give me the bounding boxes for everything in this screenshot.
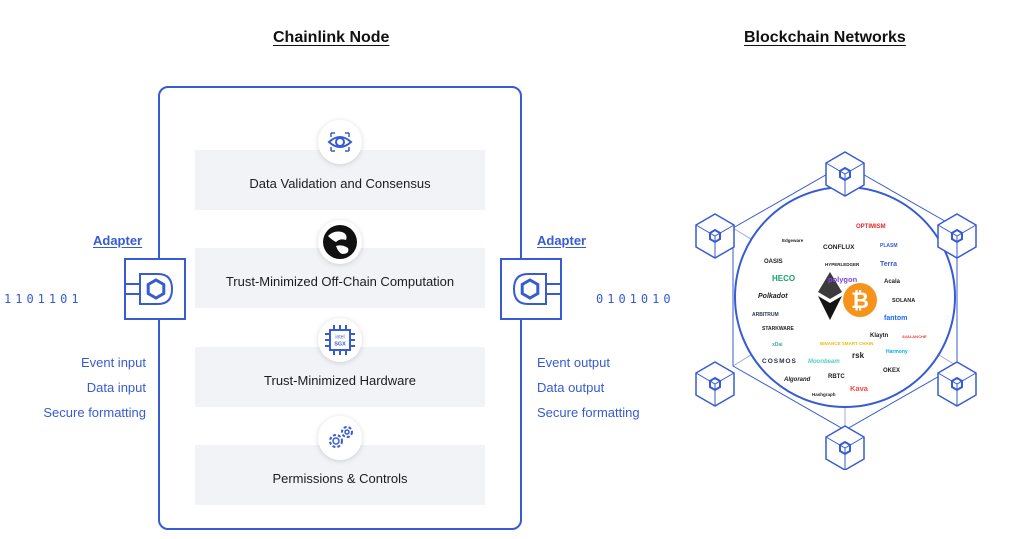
network-rsk: rsk xyxy=(852,351,865,360)
chip-brand-text: intel xyxy=(335,335,344,341)
network-hashgraph: Hashgraph xyxy=(812,392,836,397)
network-acala: Acala xyxy=(884,279,901,285)
network-edgeware: Edgeware xyxy=(782,238,804,243)
network-conflux: CONFLUX xyxy=(823,244,855,251)
layer-label: Permissions & Controls xyxy=(272,470,408,486)
network-arbitrum: ARBITRUM xyxy=(752,312,779,318)
layer-label: Data Validation and Consensus xyxy=(249,175,431,191)
adapter-plug-icon xyxy=(512,273,560,305)
svg-text:₿: ₿ xyxy=(851,288,869,313)
network-okex: OKEX xyxy=(883,368,900,374)
network-fantom: fantom xyxy=(884,315,907,322)
event-input-label: Event input xyxy=(80,355,146,370)
network-binance: BINANCE SMART CHAIN xyxy=(820,341,873,346)
network-terra: Terra xyxy=(880,261,897,268)
chip-icon: intel SGX xyxy=(318,318,362,362)
data-input-label: Data input xyxy=(86,380,146,395)
eye-icon xyxy=(318,120,362,164)
network-oasis: OASIS xyxy=(764,259,783,265)
network-avalanche: AVALANCHE xyxy=(902,334,927,339)
network-kava: Kava xyxy=(850,384,869,393)
network-harmony: Harmony xyxy=(886,349,908,355)
secure-formatting-label: Secure formatting xyxy=(537,405,640,420)
network-starkware: STARKWARE xyxy=(762,326,795,332)
blockchain-network-diagram: ₿ OPTIMISM Edgeware CONFLUX PLASM OASIS … xyxy=(695,151,977,470)
left-bits-stream: 1101101 xyxy=(4,292,83,306)
network-polygon: polygon xyxy=(828,275,858,284)
bitcoin-icon: ₿ xyxy=(843,283,877,317)
network-solana: SOLANA xyxy=(892,298,915,304)
right-adapter-items: Event output Data output Secure formatti… xyxy=(537,350,640,425)
globe-icon xyxy=(318,220,362,264)
left-adapter-box xyxy=(124,258,186,320)
network-moonbeam: Moonbeam xyxy=(808,359,840,365)
secure-formatting-label: Secure formatting xyxy=(43,405,146,420)
left-adapter-label: Adapter xyxy=(93,233,143,248)
chainlink-node-heading: Chainlink Node xyxy=(273,29,390,46)
network-xdai: xDai xyxy=(772,342,783,348)
network-rbtc: RBTC xyxy=(828,374,845,380)
network-hyperledger: HYPERLEDGER xyxy=(825,262,860,267)
right-bits-stream: 0101010 xyxy=(596,292,675,306)
network-klaytn: Klaytn xyxy=(870,333,889,339)
network-cosmos: COSMOS xyxy=(762,358,797,365)
gear-icon xyxy=(318,416,362,460)
layer-offchain-computation: Trust-Minimized Off-Chain Computation xyxy=(195,248,485,308)
network-optimism: OPTIMISM xyxy=(856,224,886,230)
right-adapter-label: Adapter xyxy=(537,233,587,248)
data-output-label: Data output xyxy=(537,380,605,395)
adapter-plug-icon xyxy=(126,273,174,305)
chip-sgx-text: SGX xyxy=(334,342,346,348)
network-plasm: PLASM xyxy=(880,243,898,249)
ethereum-icon xyxy=(818,272,842,320)
network-algorand: Algorand xyxy=(783,377,811,383)
network-polkadot: Polkadot xyxy=(758,293,788,300)
right-adapter-box xyxy=(500,258,562,320)
network-heco: HECO xyxy=(772,274,795,283)
blockchain-networks-heading: Blockchain Networks xyxy=(744,29,906,46)
left-adapter-items: Event input Data input Secure formatting xyxy=(43,350,146,425)
layer-label: Trust-Minimized Hardware xyxy=(264,372,416,388)
event-output-label: Event output xyxy=(537,355,610,370)
layer-label: Trust-Minimized Off-Chain Computation xyxy=(225,273,455,289)
